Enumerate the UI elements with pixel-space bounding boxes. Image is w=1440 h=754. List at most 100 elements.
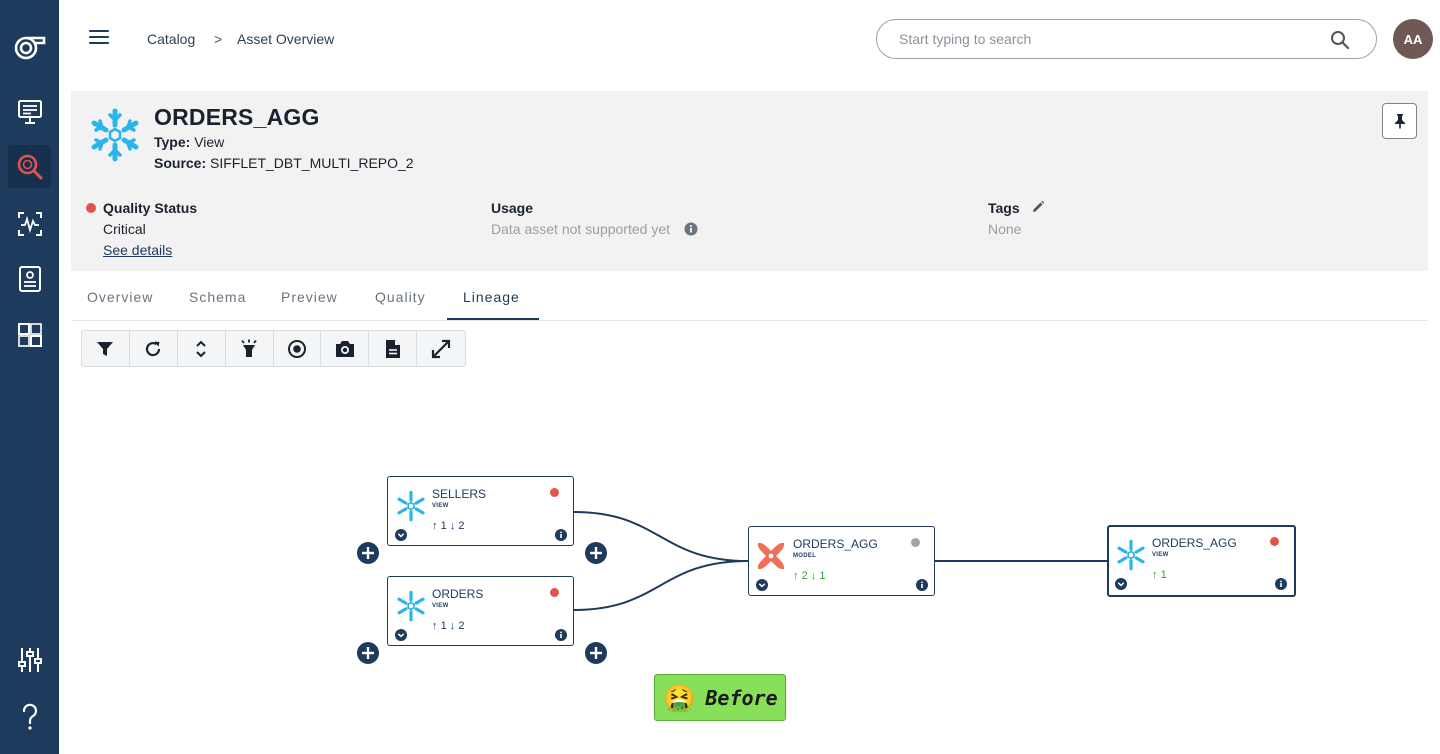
tags-label: Tags <box>988 200 1020 216</box>
expand-upstream-orders-button[interactable] <box>357 642 379 664</box>
chevron-down-icon[interactable] <box>756 579 768 591</box>
breadcrumb-separator: > <box>214 31 223 47</box>
node-name: ORDERS <box>432 587 484 601</box>
info-icon[interactable] <box>916 579 928 591</box>
rules-icon[interactable] <box>8 257 51 300</box>
dashboard-icon[interactable] <box>8 90 51 133</box>
usage-label: Usage <box>491 200 534 216</box>
node-counts: ↑ 1 <box>1152 569 1167 581</box>
expand-downstream-sellers-button[interactable] <box>585 542 607 564</box>
screenshot-icon <box>335 340 354 357</box>
node-name: SELLERS <box>432 487 487 501</box>
lineage-node-orders-agg-model[interactable]: ORDERS_AGG MODEL ↑ 2 ↓ 1 <box>748 526 935 596</box>
lineage-toolbar <box>81 330 466 367</box>
dbt-icon <box>757 542 785 570</box>
snowflake-icon <box>1117 539 1145 571</box>
tags-value: None <box>988 221 1022 237</box>
screenshot-button[interactable] <box>321 331 370 366</box>
node-type: VIEW <box>432 503 449 509</box>
edge-sellers-to-orders-agg <box>573 511 749 562</box>
expand-collapse-icon <box>196 340 206 357</box>
menu-icon[interactable] <box>89 30 109 46</box>
snowflake-icon <box>91 108 139 162</box>
status-dot <box>911 538 920 547</box>
snowflake-icon <box>397 490 425 522</box>
settings-sliders-icon[interactable] <box>8 638 51 681</box>
vomiting-face-emoji: 🤮 <box>663 682 696 713</box>
node-counts: ↑ 1 ↓ 2 <box>432 620 465 632</box>
refresh-button[interactable] <box>130 331 178 366</box>
top-bar: Catalog > Asset Overview AA <box>59 0 1440 78</box>
tab-quality[interactable]: Quality <box>375 289 426 305</box>
expand-collapse-button[interactable] <box>178 331 226 366</box>
tab-schema[interactable]: Schema <box>189 289 247 305</box>
search-input[interactable] <box>899 29 1319 49</box>
snowflake-icon <box>397 590 425 622</box>
tab-overview[interactable]: Overview <box>87 289 154 305</box>
focus-button[interactable] <box>274 331 322 366</box>
catalog-search-icon[interactable] <box>8 145 51 188</box>
integrations-icon[interactable] <box>8 313 51 356</box>
highlight-icon <box>241 339 257 357</box>
node-name: ORDERS_AGG <box>793 537 878 551</box>
info-icon[interactable] <box>1275 578 1287 590</box>
asset-source: Source: SIFFLET_DBT_MULTI_REPO_2 <box>154 155 414 171</box>
breadcrumb-catalog[interactable]: Catalog <box>147 31 196 47</box>
search-icon[interactable] <box>1330 30 1350 50</box>
avatar[interactable]: AA <box>1393 19 1433 59</box>
pin-button[interactable] <box>1382 103 1417 139</box>
pin-icon <box>1394 114 1405 129</box>
active-tab-indicator <box>447 318 539 320</box>
filter-button[interactable] <box>82 331 130 366</box>
chevron-down-icon[interactable] <box>395 529 407 541</box>
before-badge: 🤮 Before <box>654 674 786 721</box>
info-icon[interactable] <box>684 222 698 236</box>
lineage-node-orders-agg-view[interactable]: ORDERS_AGG VIEW ↑ 1 <box>1107 525 1296 597</box>
logo-icon[interactable] <box>8 26 51 69</box>
quality-status-value: Critical <box>103 221 146 237</box>
status-dot <box>550 488 559 497</box>
breadcrumb-asset-overview: Asset Overview <box>237 31 335 47</box>
expand-upstream-sellers-button[interactable] <box>357 542 379 564</box>
document-icon <box>385 339 400 358</box>
chevron-down-icon[interactable] <box>1115 578 1127 590</box>
node-counts: ↑ 2 ↓ 1 <box>793 570 826 582</box>
see-details-link[interactable]: See details <box>103 242 173 258</box>
highlight-button[interactable] <box>226 331 274 366</box>
quality-status-label: Quality Status <box>103 200 198 216</box>
tab-preview[interactable]: Preview <box>281 289 338 305</box>
node-name: ORDERS_AGG <box>1152 536 1237 550</box>
edit-pencil-icon[interactable] <box>1031 200 1045 214</box>
asset-type: Type: View <box>154 134 225 150</box>
document-button[interactable] <box>369 331 418 366</box>
focus-icon <box>287 339 306 358</box>
refresh-icon <box>146 341 161 356</box>
lineage-node-sellers[interactable]: SELLERS VIEW ↑ 1 ↓ 2 <box>387 476 574 546</box>
expand-downstream-orders-button[interactable] <box>585 642 607 664</box>
lineage-node-orders[interactable]: ORDERS VIEW ↑ 1 ↓ 2 <box>387 576 574 646</box>
monitoring-icon[interactable] <box>8 202 51 245</box>
asset-header: ORDERS_AGG Type: View Source: SIFFLET_DB… <box>71 91 1428 271</box>
fullscreen-icon <box>431 339 451 358</box>
chevron-down-icon[interactable] <box>395 629 407 641</box>
filter-icon <box>97 341 114 356</box>
node-counts: ↑ 1 ↓ 2 <box>432 520 465 532</box>
edge-orders-to-orders-agg <box>573 560 749 611</box>
tab-lineage[interactable]: Lineage <box>463 289 520 305</box>
node-type: MODEL <box>793 553 817 559</box>
help-icon[interactable] <box>8 695 51 738</box>
fullscreen-button[interactable] <box>417 331 465 366</box>
info-icon[interactable] <box>555 529 567 541</box>
quality-status-dot <box>86 203 96 213</box>
before-label: Before <box>705 685 778 710</box>
node-type: VIEW <box>1152 552 1169 558</box>
info-icon[interactable] <box>555 629 567 641</box>
status-dot <box>550 588 559 597</box>
node-type: VIEW <box>432 603 449 609</box>
asset-tabs: Overview Schema Preview Quality Lineage <box>71 280 1428 321</box>
sidebar <box>0 0 59 754</box>
status-dot <box>1270 537 1279 546</box>
asset-title: ORDERS_AGG <box>154 104 320 130</box>
search-box <box>876 19 1377 59</box>
